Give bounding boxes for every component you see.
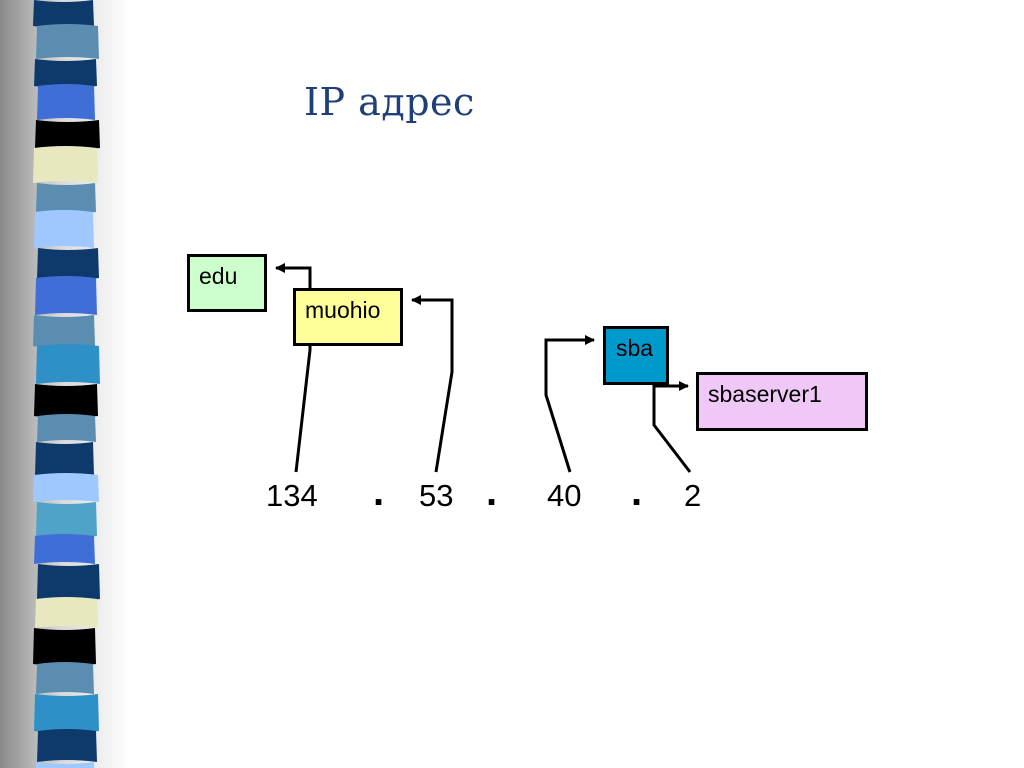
ip-octet-4: 2 [684,478,702,513]
connector-2-to-host [652,381,692,473]
stripe-segment [33,146,98,183]
stripe-segment [37,84,95,120]
stripe-segment [33,473,99,502]
stripe-segment [37,248,99,280]
stripe-segment [35,276,97,315]
domain-box-sba: sba [603,326,669,385]
stripe-segment [37,414,96,442]
domain-label-muohio: muohio [305,297,381,323]
domain-box-edu: edu [187,254,267,312]
host-box-sbaserver1: sbaserver1 [696,372,868,431]
stripe-segment [34,534,95,564]
stripe-segment [35,597,98,628]
domain-label-edu: edu [199,263,238,289]
domain-box-muohio: muohio [293,288,403,346]
ip-separator-2: . [486,470,498,514]
stripe-segment [37,729,97,762]
decorative-stripe-band [0,0,130,768]
stripe-segment [36,662,94,694]
stripe-segment [33,0,94,28]
stripe-segment [35,442,94,477]
ip-octet-1: 134 [266,478,318,513]
stripe-segment [36,183,96,214]
stripe-segment [34,694,99,733]
ip-octet-3: 40 [547,478,582,513]
slide-title: IP адрес [304,80,475,124]
stripe-segment [34,59,97,88]
connector-40-to-sba [544,335,595,473]
stripe-segment [34,210,94,248]
stripe-segment [34,384,98,418]
connector-53-to-muohio [411,295,454,473]
stripe-segment [35,120,100,150]
stripe-segment [36,344,100,384]
stripe-segment [33,315,95,348]
ip-separator-1: . [373,470,385,514]
stripe-segment [36,502,97,538]
stripe-segment [35,762,95,768]
stripe-segment [33,628,96,666]
ip-octet-2: 53 [419,478,454,513]
stripe-segment [36,24,99,59]
domain-label-sba: sba [616,335,654,361]
ip-separator-3: . [631,470,643,514]
host-label: sbaserver1 [708,381,822,407]
stripe-segment [37,564,100,601]
